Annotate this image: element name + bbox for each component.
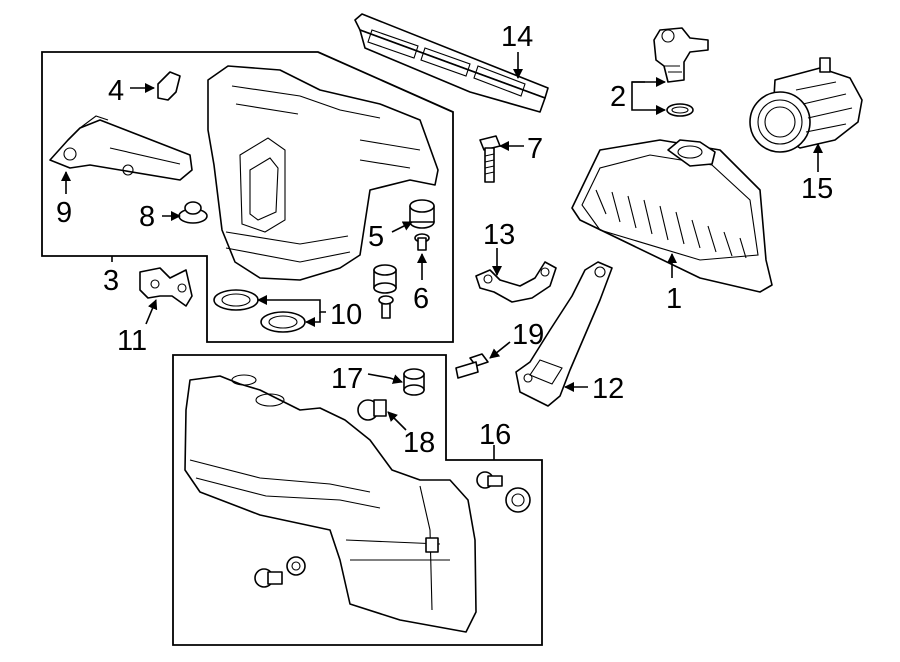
part-1-lid (571, 139, 773, 293)
callout-7: 7 (527, 133, 543, 165)
part-2-sensor (653, 27, 709, 117)
part-15-duct (749, 57, 863, 153)
part-16-resonator (184, 374, 477, 633)
part-14-cover (354, 13, 549, 113)
callout-6: 6 (413, 283, 429, 315)
callout-labels: 1 2 3 4 5 6 7 8 9 10 11 12 13 14 15 16 1… (56, 21, 833, 459)
part-8-grommet (178, 201, 208, 224)
part-12-bracket (515, 261, 613, 407)
part-5-grommet (409, 199, 435, 229)
callout-15: 15 (801, 173, 833, 205)
callout-1: 1 (666, 283, 682, 315)
callout-3: 3 (103, 265, 119, 297)
callout-10: 10 (330, 299, 362, 331)
callout-2: 2 (610, 81, 626, 113)
callout-13: 13 (483, 219, 515, 251)
part-18-bolt (357, 399, 387, 421)
part-17-grommet (403, 368, 425, 396)
part-7-bolt (479, 135, 501, 183)
part-13-bracket (475, 261, 557, 303)
part-4-clip (157, 71, 181, 101)
callout-16: 16 (479, 419, 511, 451)
callout-18: 18 (403, 427, 435, 459)
part-10-seals (213, 289, 306, 333)
callout-14: 14 (501, 21, 533, 53)
part-6-bolt (414, 233, 430, 251)
leader-lines (61, 52, 823, 460)
part-11-bracket (139, 267, 193, 307)
callout-4: 4 (108, 75, 124, 107)
callout-8: 8 (139, 201, 155, 233)
callout-19: 19 (512, 319, 544, 351)
part-9-plate (49, 115, 193, 181)
callout-5: 5 (368, 221, 384, 253)
callout-9: 9 (56, 197, 72, 229)
group-box-16 (172, 354, 543, 646)
callout-17: 17 (331, 363, 363, 395)
grommet-inner (373, 264, 397, 319)
box16-fasteners (254, 471, 531, 588)
part-19-screw (455, 353, 489, 379)
callout-12: 12 (592, 373, 624, 405)
part-3-airbox (207, 65, 439, 281)
callout-11: 11 (117, 325, 147, 357)
group-box-3 (41, 51, 454, 343)
